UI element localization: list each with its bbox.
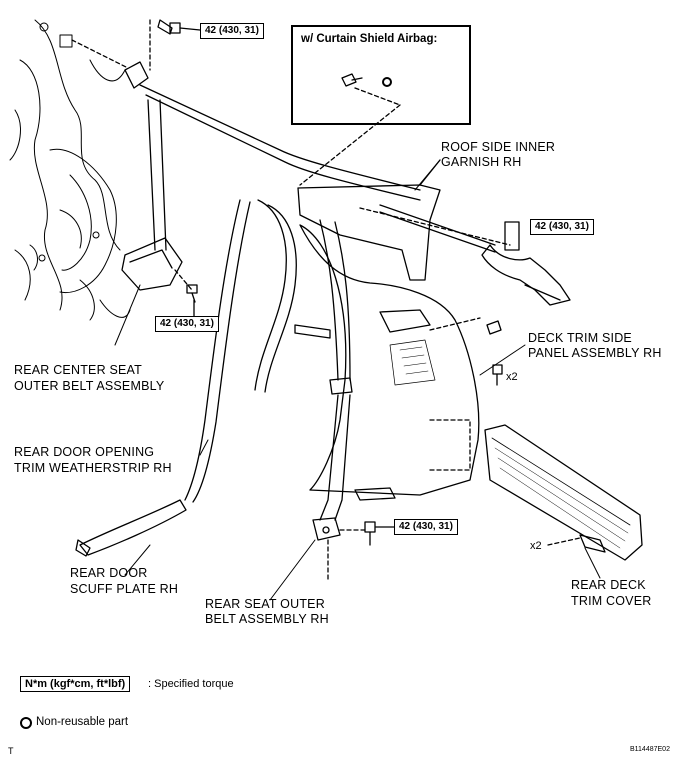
legend-torque-unit: N*m (kgf*cm, ft*lbf)	[20, 676, 131, 692]
outer-belt-bolt-drawing	[364, 521, 395, 546]
label-weatherstrip-1: REAR DOOR OPENING	[14, 445, 155, 459]
torque-label-top: 42 (430, 31)	[200, 23, 264, 39]
torque-label-outer-belt: 42 (430, 31)	[394, 519, 458, 535]
quantity-deck-side-bolt: x2	[506, 371, 518, 383]
footer-left-mark: T	[8, 746, 14, 756]
nonreusable-ring-icon	[20, 717, 32, 729]
label-deck-trim-side-1: DECK TRIM SIDE	[528, 331, 632, 345]
torque-label-center-belt: 42 (430, 31)	[155, 316, 219, 332]
label-deck-cover-2: TRIM COVER	[571, 594, 652, 608]
label-roof-side-garnish-2: GARNISH RH	[441, 155, 522, 169]
scuff-plate-drawing	[75, 499, 187, 557]
top-bolt-drawing	[157, 19, 201, 35]
torque-label-roof-side: 42 (430, 31)	[530, 219, 594, 235]
label-rear-center-belt-1: REAR CENTER SEAT	[14, 363, 142, 377]
roof-anchor-drawing	[481, 221, 571, 306]
center-belt-bolt-drawing	[186, 284, 198, 317]
figure-id: B114487E02	[630, 746, 670, 753]
legend-nonreusable: Non-reusable part	[36, 716, 129, 728]
label-weatherstrip-2: TRIM WEATHERSTRIP RH	[14, 461, 172, 475]
label-deck-trim-side-2: PANEL ASSEMBLY RH	[528, 346, 662, 360]
label-scuff-plate-1: REAR DOOR	[70, 566, 148, 580]
inset-bolt-drawing	[299, 73, 401, 186]
weatherstrip-drawing	[184, 199, 331, 503]
body-structure-left	[9, 19, 131, 321]
label-deck-cover-1: REAR DECK	[571, 578, 646, 592]
inset-title: w/ Curtain Shield Airbag:	[301, 33, 438, 45]
label-outer-belt-2: BELT ASSEMBLY RH	[205, 612, 329, 626]
rear-deck-trim-cover-drawing	[484, 424, 643, 561]
label-outer-belt-1: REAR SEAT OUTER	[205, 597, 325, 611]
label-roof-side-garnish-1: ROOF SIDE INNER	[441, 140, 556, 154]
quantity-deck-cover-clip: x2	[530, 540, 542, 552]
center-belt-assembly-drawing	[71, 19, 421, 291]
label-rear-center-belt-2: OUTER BELT ASSEMBLY	[14, 379, 165, 393]
outer-belt-drawing	[312, 219, 366, 581]
label-scuff-plate-2: SCUFF PLATE RH	[70, 582, 179, 596]
leader-lines	[114, 159, 601, 601]
legend-torque-desc: : Specified torque	[148, 678, 234, 690]
deck-side-bolts-drawing	[486, 320, 503, 386]
curtain-airbag-inset: w/ Curtain Shield Airbag:	[291, 25, 471, 125]
deck-trim-side-panel-drawing	[299, 224, 481, 501]
